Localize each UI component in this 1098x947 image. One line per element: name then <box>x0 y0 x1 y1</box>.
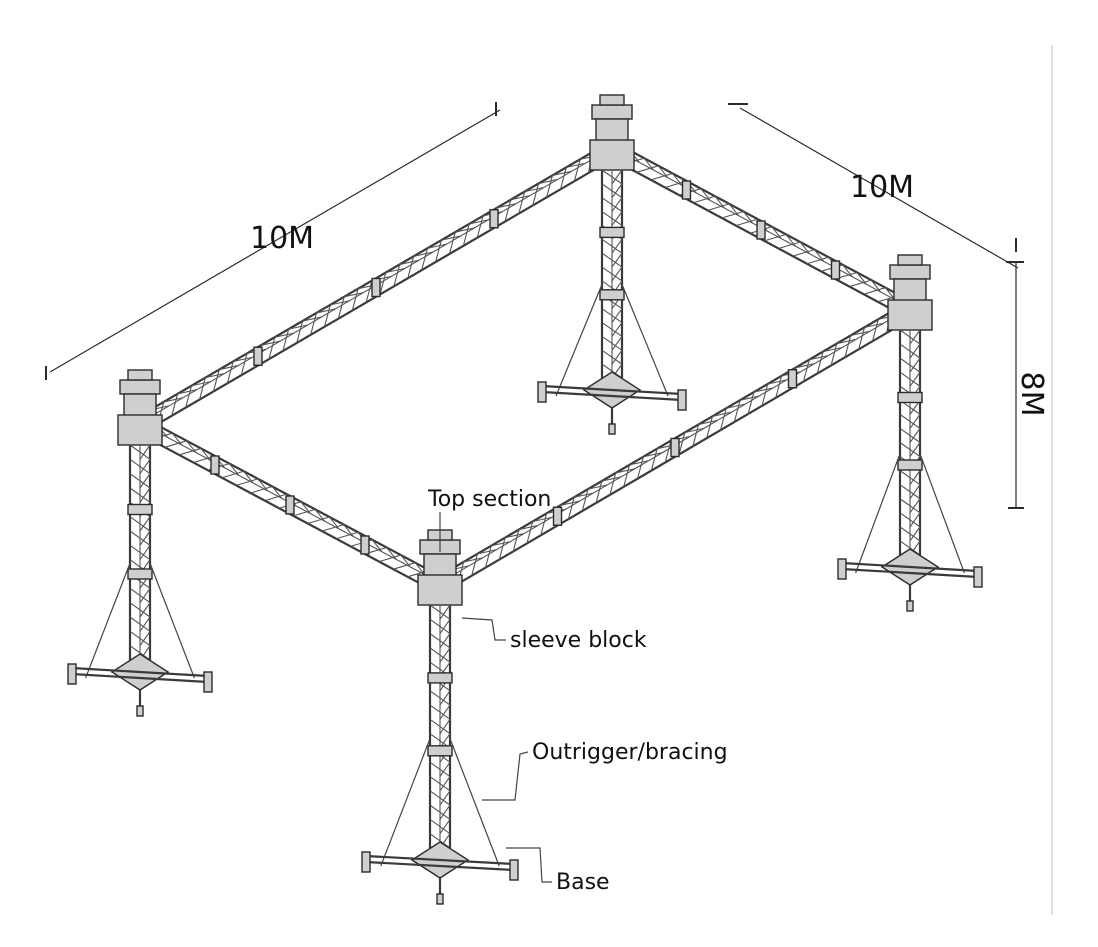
dimension-right-depth: 10M <box>728 103 1019 269</box>
truss-beam-left-front <box>135 416 445 594</box>
truss-beams <box>135 141 915 594</box>
outrigger-left <box>855 453 901 574</box>
dimension-label-height: 8M <box>1014 372 1049 417</box>
truss-towers <box>67 94 983 905</box>
outrigger-left <box>85 563 131 679</box>
tower-back <box>537 94 687 435</box>
callout-outrigger: Outrigger/bracing <box>482 740 728 801</box>
callout-sleeve-block: sleeve block <box>461 617 647 653</box>
truss-beam-left-back <box>135 142 617 433</box>
outrigger-left <box>380 738 431 867</box>
callout-top-section: Top section <box>427 487 551 552</box>
top-section-plate <box>599 94 625 106</box>
top-section-plate <box>897 254 923 266</box>
dimension-left-width: 10M <box>45 102 501 380</box>
outrigger-right <box>919 453 965 574</box>
outrigger-right <box>449 738 500 867</box>
top-section-cap <box>591 104 633 120</box>
top-section-cap <box>119 379 161 395</box>
base <box>67 653 213 717</box>
tower-front <box>361 529 519 905</box>
sleeve-block <box>887 299 933 331</box>
top-section-cap <box>889 264 931 280</box>
dimension-height: 8M <box>1006 261 1049 509</box>
base <box>361 841 519 905</box>
truss-beam-back-right <box>607 141 915 319</box>
callout-outrigger-label: Outrigger/bracing <box>532 740 728 765</box>
outrigger-right <box>149 563 195 679</box>
dimension-label-right: 10M <box>850 170 914 205</box>
top-section-plate <box>127 369 153 381</box>
tower-left <box>67 369 213 717</box>
sleeve-block <box>589 139 635 171</box>
outrigger-right <box>621 284 669 397</box>
sleeve-block <box>417 574 463 606</box>
truss-beam-front-right <box>435 302 915 593</box>
callout-sleeve-block-label: sleeve block <box>510 628 647 653</box>
callout-top-section-label: Top section <box>427 487 551 512</box>
base <box>837 548 983 612</box>
sleeve-block <box>117 414 163 446</box>
tower-right <box>837 254 983 612</box>
callout-base: Base <box>506 847 610 895</box>
outrigger-left <box>555 284 603 397</box>
callout-base-label: Base <box>556 870 610 895</box>
dimension-label-left: 10M <box>250 221 314 256</box>
base <box>537 371 687 435</box>
